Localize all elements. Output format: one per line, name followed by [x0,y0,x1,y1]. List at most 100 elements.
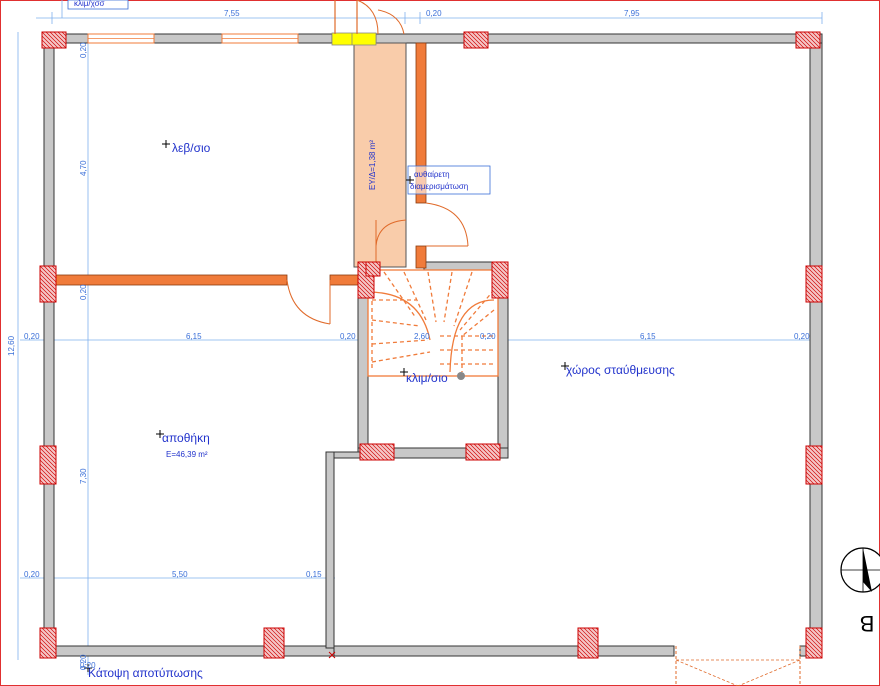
column-hatch [39,467,57,485]
column-hatch [473,443,491,461]
dim-top-mid: 0,20 [426,9,442,18]
column-hatch [503,261,509,267]
column-hatch [39,451,57,469]
column-hatch [363,443,381,461]
dim-row-left-span: 6,15 [186,332,202,341]
column-16 [365,261,381,277]
column-hatch [39,475,49,485]
column-hatch [39,645,53,659]
column-hatch [365,263,379,277]
column-hatch [805,281,823,299]
column-hatch [491,269,509,287]
dim-row-wall-a: 0,20 [340,332,356,341]
column-hatch [795,35,809,49]
north-letter: B [860,611,875,636]
column-hatch [371,261,381,271]
column-hatch [39,285,57,303]
column-hatch [357,281,375,299]
shaft-area-label: EY/Δ=1,38 m² [368,140,377,190]
column-hatch [805,277,823,295]
column-hatch [39,277,57,295]
dim-left-total: 12,60 [7,335,16,356]
column-hatch [39,641,57,659]
column-hatch [39,265,57,283]
column-hatch [375,443,393,461]
column-hatch [39,463,57,481]
garage-opening [675,646,801,686]
column-hatch [489,443,501,455]
column-hatch [277,627,285,635]
column-hatch [371,443,389,461]
column-hatch [263,629,285,651]
column-hatch [375,261,381,267]
dim-left-top: 0,20 [79,42,88,58]
column-hatch [49,445,57,453]
column-hatch [49,31,67,49]
column-hatch [49,627,57,635]
column-hatch [795,31,813,49]
column-hatch [53,31,67,45]
column-hatch [499,261,509,271]
column-hatch [469,443,487,461]
column-hatch [39,273,57,291]
dim-bottom-span: 5,50 [172,570,188,579]
column-hatch [269,627,285,643]
column-hatch [811,627,823,639]
column-hatch [41,43,47,49]
column-hatch [579,627,599,647]
column-hatch [41,31,59,49]
column-hatch [41,445,57,461]
column-hatch [807,445,823,461]
column-hatch [39,269,57,287]
column-hatch [577,629,599,651]
column-hatch [491,281,509,299]
column-hatch [471,31,489,49]
column-hatch [475,31,489,45]
dim-left-bottom: 0,20 [79,654,88,670]
column-hatch [39,637,57,655]
column-hatch [53,445,57,449]
column-hatch [491,293,497,299]
column-hatch [805,297,811,303]
column-hatch [265,627,285,647]
column-hatch [359,455,365,461]
entrance-marker [331,32,377,46]
column-hatch [819,445,823,449]
column-hatch [39,479,45,485]
column-hatch [577,645,591,659]
column-hatch [805,641,823,659]
dim-row-left-edge: 0,20 [24,332,40,341]
top-windows [87,33,299,44]
dim-row-right-edge: 0,20 [794,332,810,341]
column-hatch [39,293,49,303]
dim-bottom-wall: 0,15 [306,570,322,579]
column-hatch [587,627,599,639]
dim-bottom-corner: 0,20 [80,661,96,670]
column-hatch [467,31,485,49]
column-hatch [379,443,395,459]
column-hatch [811,445,823,457]
column-hatch [815,627,823,635]
column-hatch [491,289,501,299]
column-hatch [357,277,375,295]
column-hatch [263,637,285,659]
column-hatch [479,31,489,41]
column-hatch [281,627,285,631]
column-hatch [365,271,371,277]
column-hatch [577,637,599,659]
dim-left-mid-wall: 0,20 [79,284,88,300]
column-hatch [61,31,67,37]
column-hatch [577,649,587,659]
dim-top-left-span: 7,55 [224,9,240,18]
column-hatch [813,265,823,275]
column-hatch [39,471,53,485]
column-hatch [45,627,57,639]
column-hatch [805,649,815,659]
column-hatch [463,39,473,49]
column-hatch [799,31,817,49]
column-hatch [577,653,583,659]
column-hatch [807,31,821,45]
column-hatch [805,289,819,303]
column-hatch [815,445,823,453]
